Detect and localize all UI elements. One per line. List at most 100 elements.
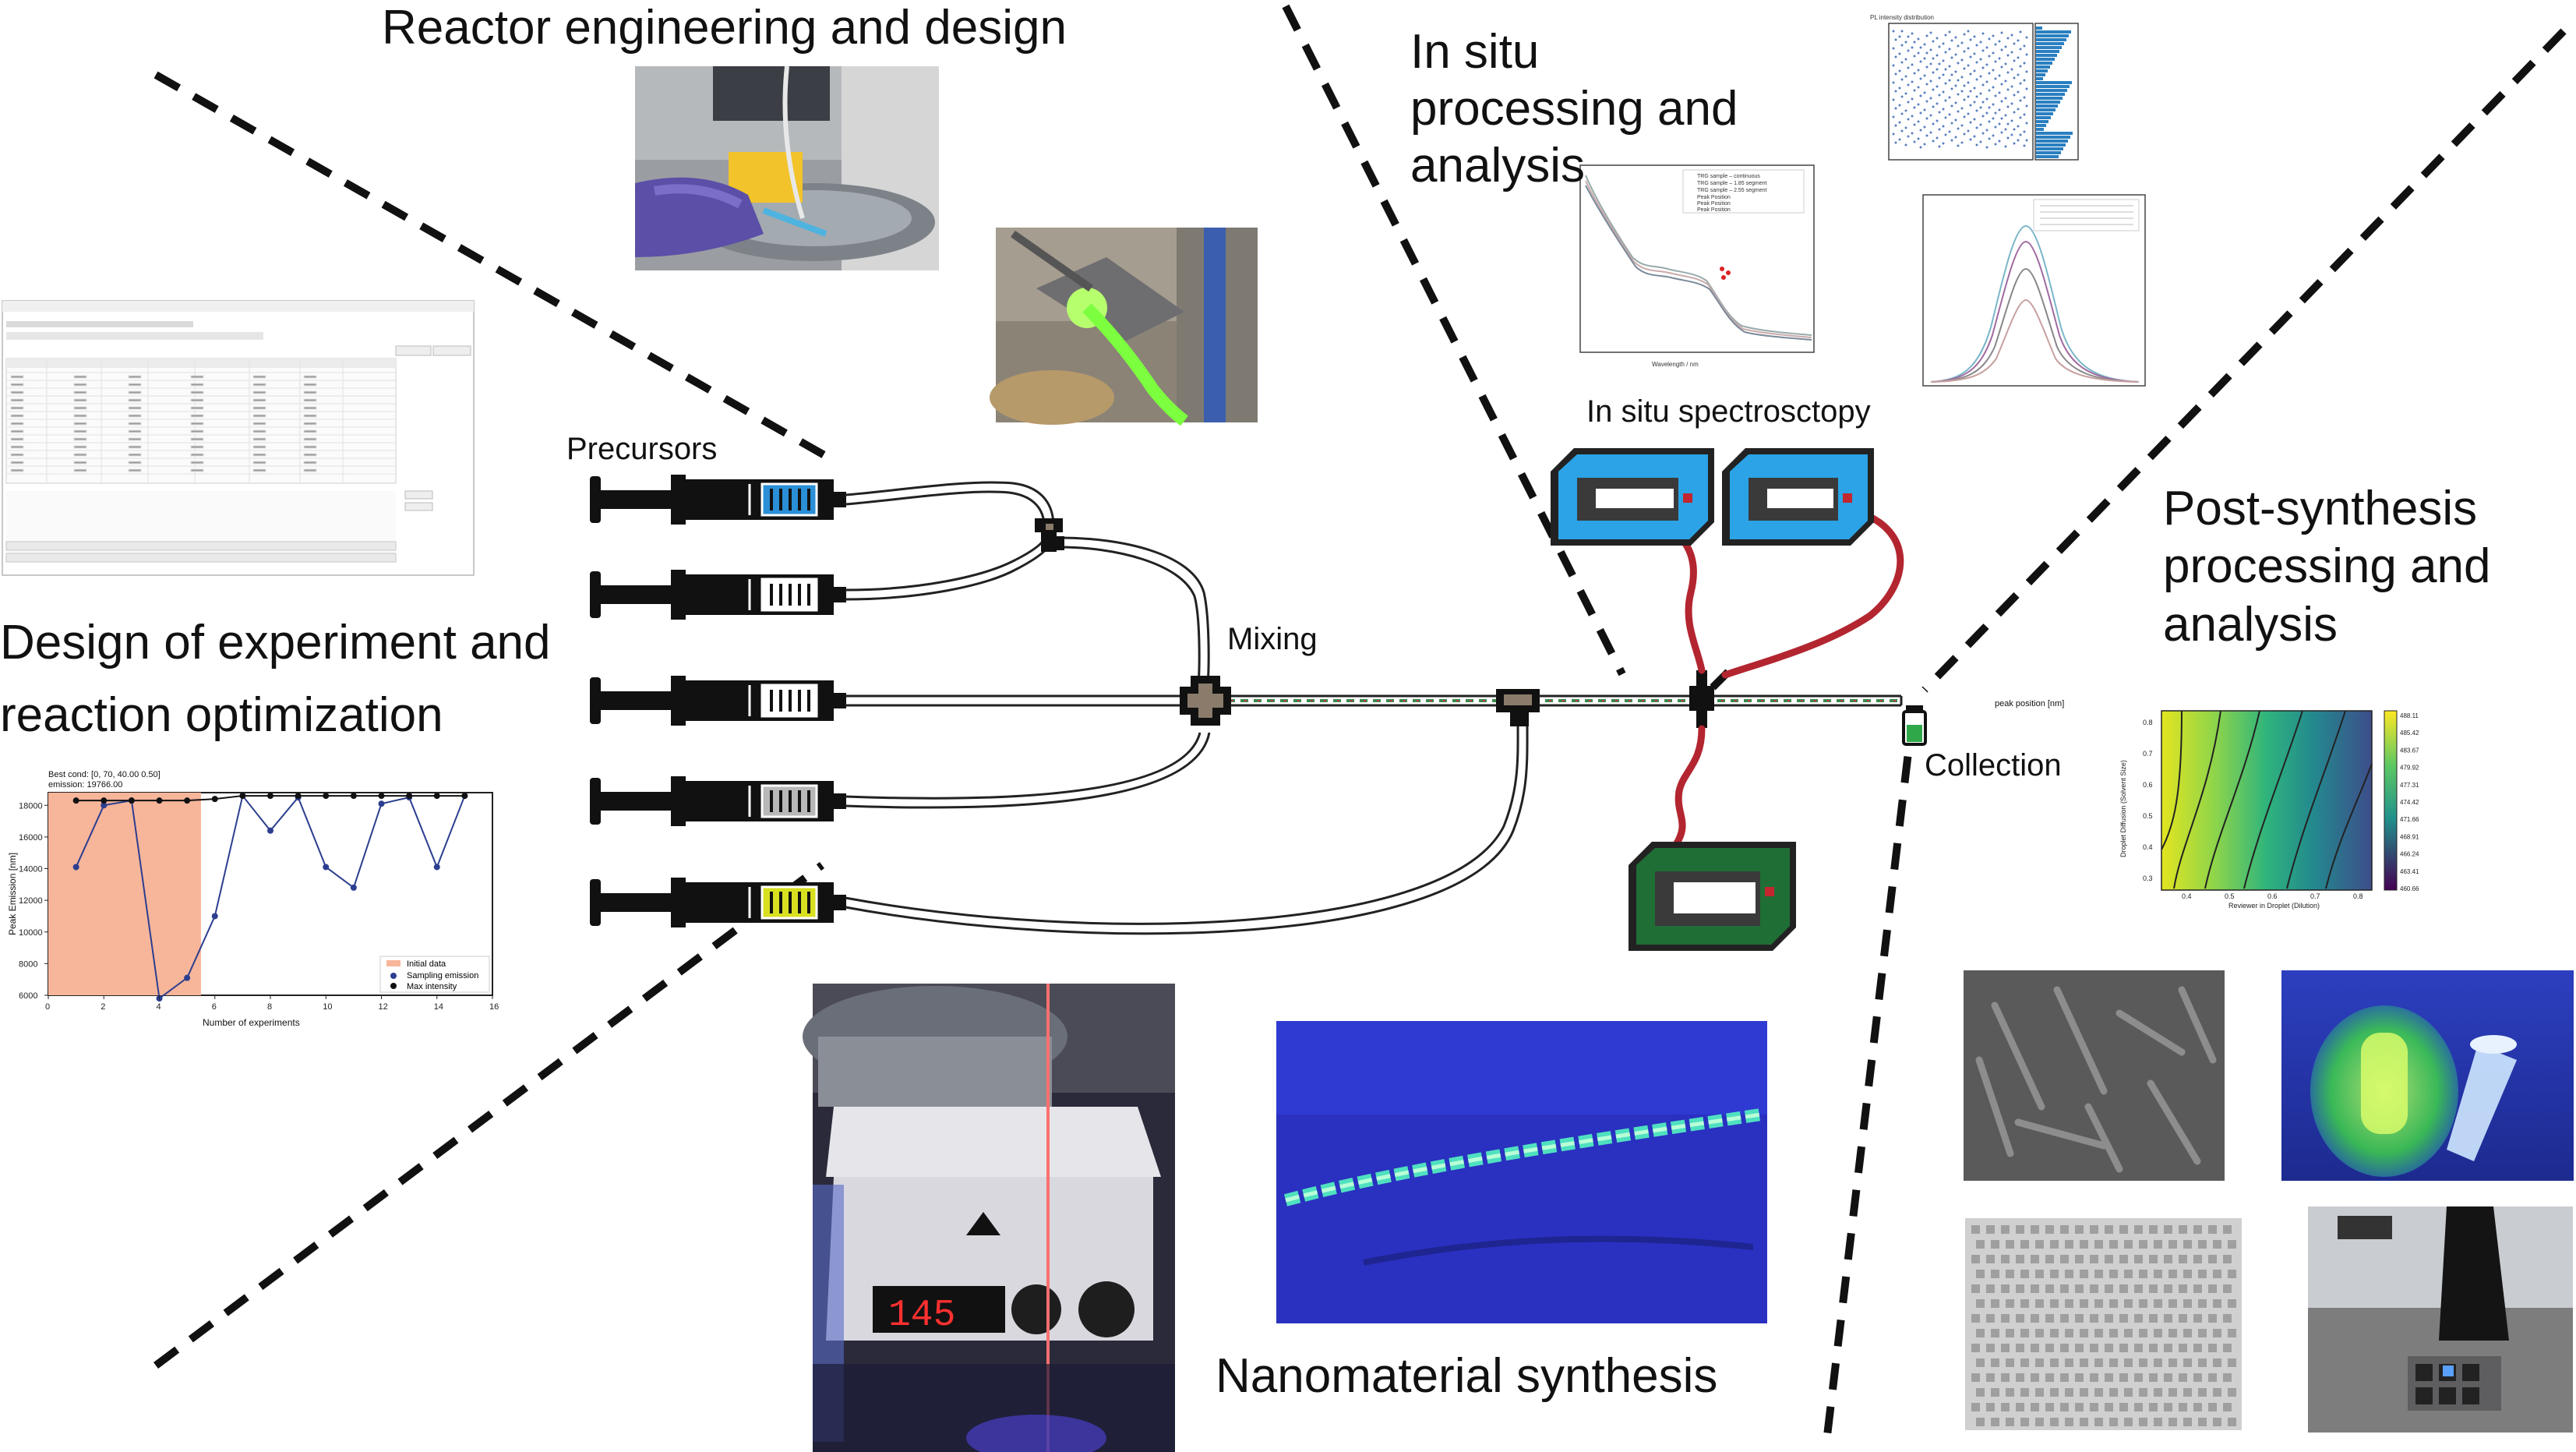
x-tick-4: 4: [157, 1002, 161, 1012]
spectrometer-3: [1629, 842, 1796, 951]
x-tick-16: 16: [489, 1002, 499, 1012]
opt-title-1: Best cond: [0, 70, 40.00 0.50]: [48, 770, 161, 779]
x-tick-6: 6: [212, 1002, 217, 1012]
spectrometers: [1551, 448, 1874, 951]
main-channel: [1223, 694, 1903, 707]
software-window: [2, 300, 475, 576]
heatmap-contours: [2161, 710, 2373, 889]
cross-mixer: [1180, 676, 1231, 726]
point-2-11: [350, 793, 357, 800]
x-tick-2: 2: [101, 1002, 105, 1012]
y-tick-14000: 14000: [19, 865, 43, 874]
syringe-3: [590, 676, 846, 726]
heatmap-x-tick: 0.6: [2267, 892, 2278, 900]
point-2-10: [323, 793, 330, 800]
uvvis-plot: TRG sample – continuous TRG sample – 1.8…: [1579, 164, 1815, 368]
legend-sampling: Sampling emission: [407, 971, 478, 980]
y-tick-10000: 10000: [19, 928, 43, 938]
heatmap-xlabel: Reviewer in Droplet (Dilution): [2228, 902, 2320, 910]
initial-data-region: [48, 793, 201, 995]
point-2-1: [72, 797, 79, 804]
heatmap-y-tick: 0.8: [2143, 719, 2153, 726]
dashed-separators: [153, 4, 2567, 1436]
colorbar-tick: 488.11: [2400, 712, 2419, 719]
colorbar-tick: 477.31: [2400, 782, 2419, 789]
svg-text:TRG sample – continuous: TRG sample – continuous: [1697, 174, 1760, 179]
heatmap-x-tick: 0.5: [2225, 892, 2235, 900]
pl-distribution-plot: PL intensity distribution: [1870, 14, 2079, 161]
point-2-9: [295, 793, 302, 800]
point-2-4: [156, 797, 163, 804]
glovebox-photo: [2308, 1206, 2573, 1433]
y-tick-18000: 18000: [19, 801, 43, 811]
point-1-1: [72, 864, 79, 871]
x-tick-10: 10: [323, 1002, 332, 1012]
heatmap-title: peak position [nm]: [1995, 699, 2064, 708]
heatmap-y-tick: 0.5: [2143, 812, 2153, 820]
tem-image-1: [1964, 970, 2225, 1181]
opt-legend: Initial data Sampling emission Max inten…: [379, 956, 490, 993]
optical-fibers: [1640, 507, 1904, 850]
svg-text:Peak Position: Peak Position: [1697, 207, 1731, 213]
heatmap-x-tick: 0.4: [2182, 892, 2192, 900]
tubing: [845, 481, 1529, 935]
colorbar-tick: 463.41: [2400, 868, 2419, 875]
y-tick-8000: 8000: [19, 959, 37, 969]
colorbar-tick: 474.42: [2400, 799, 2419, 806]
svg-text:Peak Position: Peak Position: [1697, 195, 1731, 200]
x-tick-8: 8: [267, 1002, 272, 1012]
point-1-8: [267, 827, 273, 834]
point-2-5: [184, 797, 191, 804]
heatmap-y-tick: 0.3: [2143, 874, 2153, 882]
reactor-photo-2: [990, 228, 1258, 426]
syringe-4: [590, 776, 846, 826]
point-1-14: [433, 864, 440, 871]
hotplate-display: 145: [888, 1295, 955, 1337]
syringe-pumps: [590, 475, 846, 927]
point-1-10: [323, 864, 330, 871]
colorbar-tick: 483.67: [2400, 747, 2419, 754]
x-tick-14: 14: [434, 1002, 443, 1012]
post-synthesis-title: Post-synthesis processing and analysis: [2163, 482, 2491, 652]
heatmap-y-tick: 0.7: [2143, 750, 2153, 758]
tee-junction-1: [1035, 518, 1064, 552]
fluorescent-tubing-photo: [1276, 1021, 1767, 1323]
colorbar-tick: 471.66: [2400, 816, 2419, 823]
point-1-12: [378, 800, 385, 807]
precursors-label: Precursors: [566, 432, 718, 466]
y-tick-16000: 16000: [19, 833, 43, 843]
point-1-11: [350, 884, 357, 891]
y-tick-6000: 6000: [19, 991, 37, 1001]
point-2-15: [461, 793, 468, 800]
colorbar-tick: 485.42: [2400, 730, 2419, 737]
flow-cell: [1689, 669, 1731, 728]
svg-text:Peak Position: Peak Position: [1697, 201, 1731, 207]
pl-peak-plot: [1922, 194, 2146, 387]
syringe-1: [590, 475, 846, 525]
heatmap-y-tick: 0.4: [2143, 843, 2153, 851]
hotplate-photo: 145: [803, 984, 1175, 1452]
tem-image-2: [1965, 1218, 2242, 1430]
svg-text:TRG sample – 1.85 segment: TRG sample – 1.85 segment: [1697, 181, 1767, 186]
point-2-3: [128, 797, 135, 804]
point-1-6: [211, 913, 218, 920]
collection-label: Collection: [1925, 748, 2062, 783]
collection-vial: [1902, 705, 1927, 746]
point-2-14: [433, 793, 440, 800]
spectrometer-2: [1722, 448, 1874, 546]
syringe-5: [590, 878, 846, 927]
legend-max: Max intensity: [407, 982, 457, 991]
heatmap-x-tick: 0.7: [2310, 892, 2320, 900]
insitu-spectroscopy-label: In situ spectrosctopy: [1586, 394, 1871, 429]
syringe-2: [590, 570, 846, 620]
point-2-6: [211, 796, 218, 803]
x-tick-0: 0: [45, 1002, 50, 1012]
doe-title: Design of experiment and reaction optimi…: [0, 616, 551, 742]
point-2-7: [239, 793, 246, 800]
reactor-photo-1: [635, 65, 939, 270]
point-2-8: [267, 793, 273, 800]
insitu-processing-title: In situ processing and analysis: [1410, 25, 1738, 193]
